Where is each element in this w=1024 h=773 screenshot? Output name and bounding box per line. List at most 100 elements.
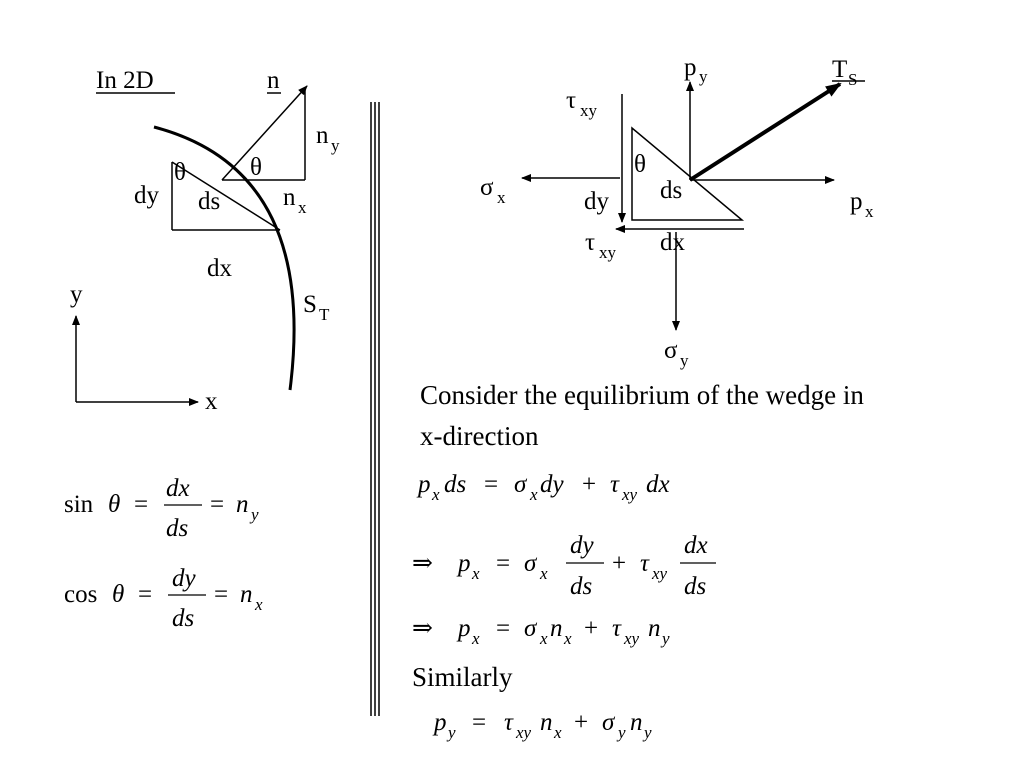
tau-top-subscript: xy (580, 101, 598, 120)
ds-label: ds (660, 177, 682, 204)
cos-n: n (240, 581, 253, 608)
eq2-tau: τ (640, 550, 650, 577)
cos-numerator: dy (172, 565, 197, 592)
boundary-label: S (303, 291, 317, 318)
eq3-n1-subscript: x (563, 629, 572, 648)
dx-label: dx (660, 229, 686, 256)
sin-denominator: ds (166, 515, 188, 542)
cos-equation: cos θ = dy ds = n x (64, 565, 263, 632)
theta-inner-label: θ (250, 154, 262, 181)
normal-vector-arrow (221, 85, 308, 181)
traction-arrow (688, 82, 842, 182)
sigma-x-subscript: x (497, 188, 506, 207)
wedge-ds-edge (171, 161, 281, 231)
eq1-p: p (416, 471, 431, 498)
cos-n-subscript: x (254, 595, 263, 614)
eq2-frac1-denominator: ds (570, 573, 592, 600)
eq3-sigma: σ (524, 615, 538, 642)
tau-bottom-subscript: xy (599, 243, 617, 262)
cos-function: cos (64, 581, 97, 608)
sin-numerator: dx (166, 475, 190, 502)
sin-equals-2: = (210, 491, 224, 518)
eq4-n1: n (540, 709, 553, 736)
nx-label: n (283, 184, 296, 211)
sin-function: sin (64, 491, 94, 518)
eq3-sigma-subscript: x (539, 629, 548, 648)
eq4-tau: τ (504, 709, 514, 736)
eq4-n1-subscript: x (553, 723, 562, 742)
consider-text-line-2: x-direction (420, 421, 539, 451)
eq3-n1: n (550, 615, 563, 642)
eq4-tau-subscript: xy (515, 723, 532, 742)
consider-text-line-1: Consider the equilibrium of the wedge in (420, 380, 864, 410)
right-figure: p y T S p x σ x τ xy τ xy σ y θ dy ds dx (480, 54, 874, 370)
sin-n-subscript: y (249, 505, 259, 524)
eq2-frac1-numerator: dy (570, 532, 595, 559)
eq3-p: p (456, 615, 471, 642)
dy-label: dy (134, 182, 160, 209)
eq1-ds: ds (444, 471, 466, 498)
eq2-implies: ⇒ (412, 550, 433, 577)
sigma-x-label: σ (480, 174, 494, 201)
eq2-equals: = (496, 550, 510, 577)
eq1-dx: dx (646, 471, 670, 498)
x-axis-label: x (205, 388, 218, 415)
eq3-p-subscript: x (471, 629, 480, 648)
sin-theta: θ (108, 491, 120, 518)
eq1-p-subscript: x (431, 485, 440, 504)
nx-subscript: x (298, 198, 307, 217)
fraction-equation: ⇒ p x = σ x dy ds + τ xy dx ds (412, 532, 716, 600)
eq1-tau-subscript: xy (621, 485, 638, 504)
tau-bottom-label: τ (585, 229, 595, 256)
sigma-y-label: σ (664, 337, 678, 364)
dy-label: dy (584, 188, 610, 215)
eq2-p: p (456, 550, 471, 577)
eq4-equals: = (472, 709, 486, 736)
sigma-y-subscript: y (680, 351, 689, 370)
eq2-frac2-numerator: dx (684, 532, 708, 559)
eq4-plus: + (574, 709, 588, 736)
eq3-n2-subscript: y (660, 629, 670, 648)
tau-top-label: τ (566, 87, 576, 114)
cos-equals-1: = (138, 581, 152, 608)
eq3-equals: = (496, 615, 510, 642)
py-equation: p y = τ xy n x + σ y n y (432, 709, 652, 742)
cos-theta: θ (112, 581, 124, 608)
ds-label: ds (198, 188, 220, 215)
eq2-sigma: σ (524, 550, 538, 577)
px-label: p (850, 188, 863, 215)
traction-label: T (832, 56, 847, 83)
direction-cosine-equation: ⇒ p x = σ x n x + τ xy n y (412, 615, 670, 648)
py-subscript: y (699, 67, 708, 86)
cos-equals-2: = (214, 581, 228, 608)
ny-subscript: y (331, 136, 340, 155)
eq3-tau: τ (612, 615, 622, 642)
eq2-sigma-subscript: x (539, 564, 548, 583)
normal-label: n (267, 67, 280, 94)
px-subscript: x (865, 202, 874, 221)
eq4-sigma: σ (602, 709, 616, 736)
vertical-divider (370, 102, 380, 716)
eq3-plus: + (584, 615, 598, 642)
eq4-n2-subscript: y (642, 723, 652, 742)
eq4-n2: n (630, 709, 643, 736)
eq3-implies: ⇒ (412, 615, 433, 642)
equilibrium-equation: p x ds = σ x dy + τ xy dx (416, 471, 670, 504)
eq4-sigma-subscript: y (616, 723, 626, 742)
ny-label: n (316, 122, 329, 149)
eq1-equals: = (484, 471, 498, 498)
sin-equals-1: = (134, 491, 148, 518)
py-label: p (684, 54, 697, 81)
theta-outer-label: θ (174, 159, 186, 186)
eq1-sigma-subscript: x (529, 485, 538, 504)
eq2-plus: + (612, 550, 626, 577)
cos-denominator: ds (172, 605, 194, 632)
eq3-tau-subscript: xy (623, 629, 640, 648)
boundary-curve (153, 125, 296, 391)
wedge-triangle (631, 126, 745, 221)
eq2-tau-subscript: xy (651, 564, 668, 583)
eq2-p-subscript: x (471, 564, 480, 583)
theta-label: θ (634, 151, 646, 178)
